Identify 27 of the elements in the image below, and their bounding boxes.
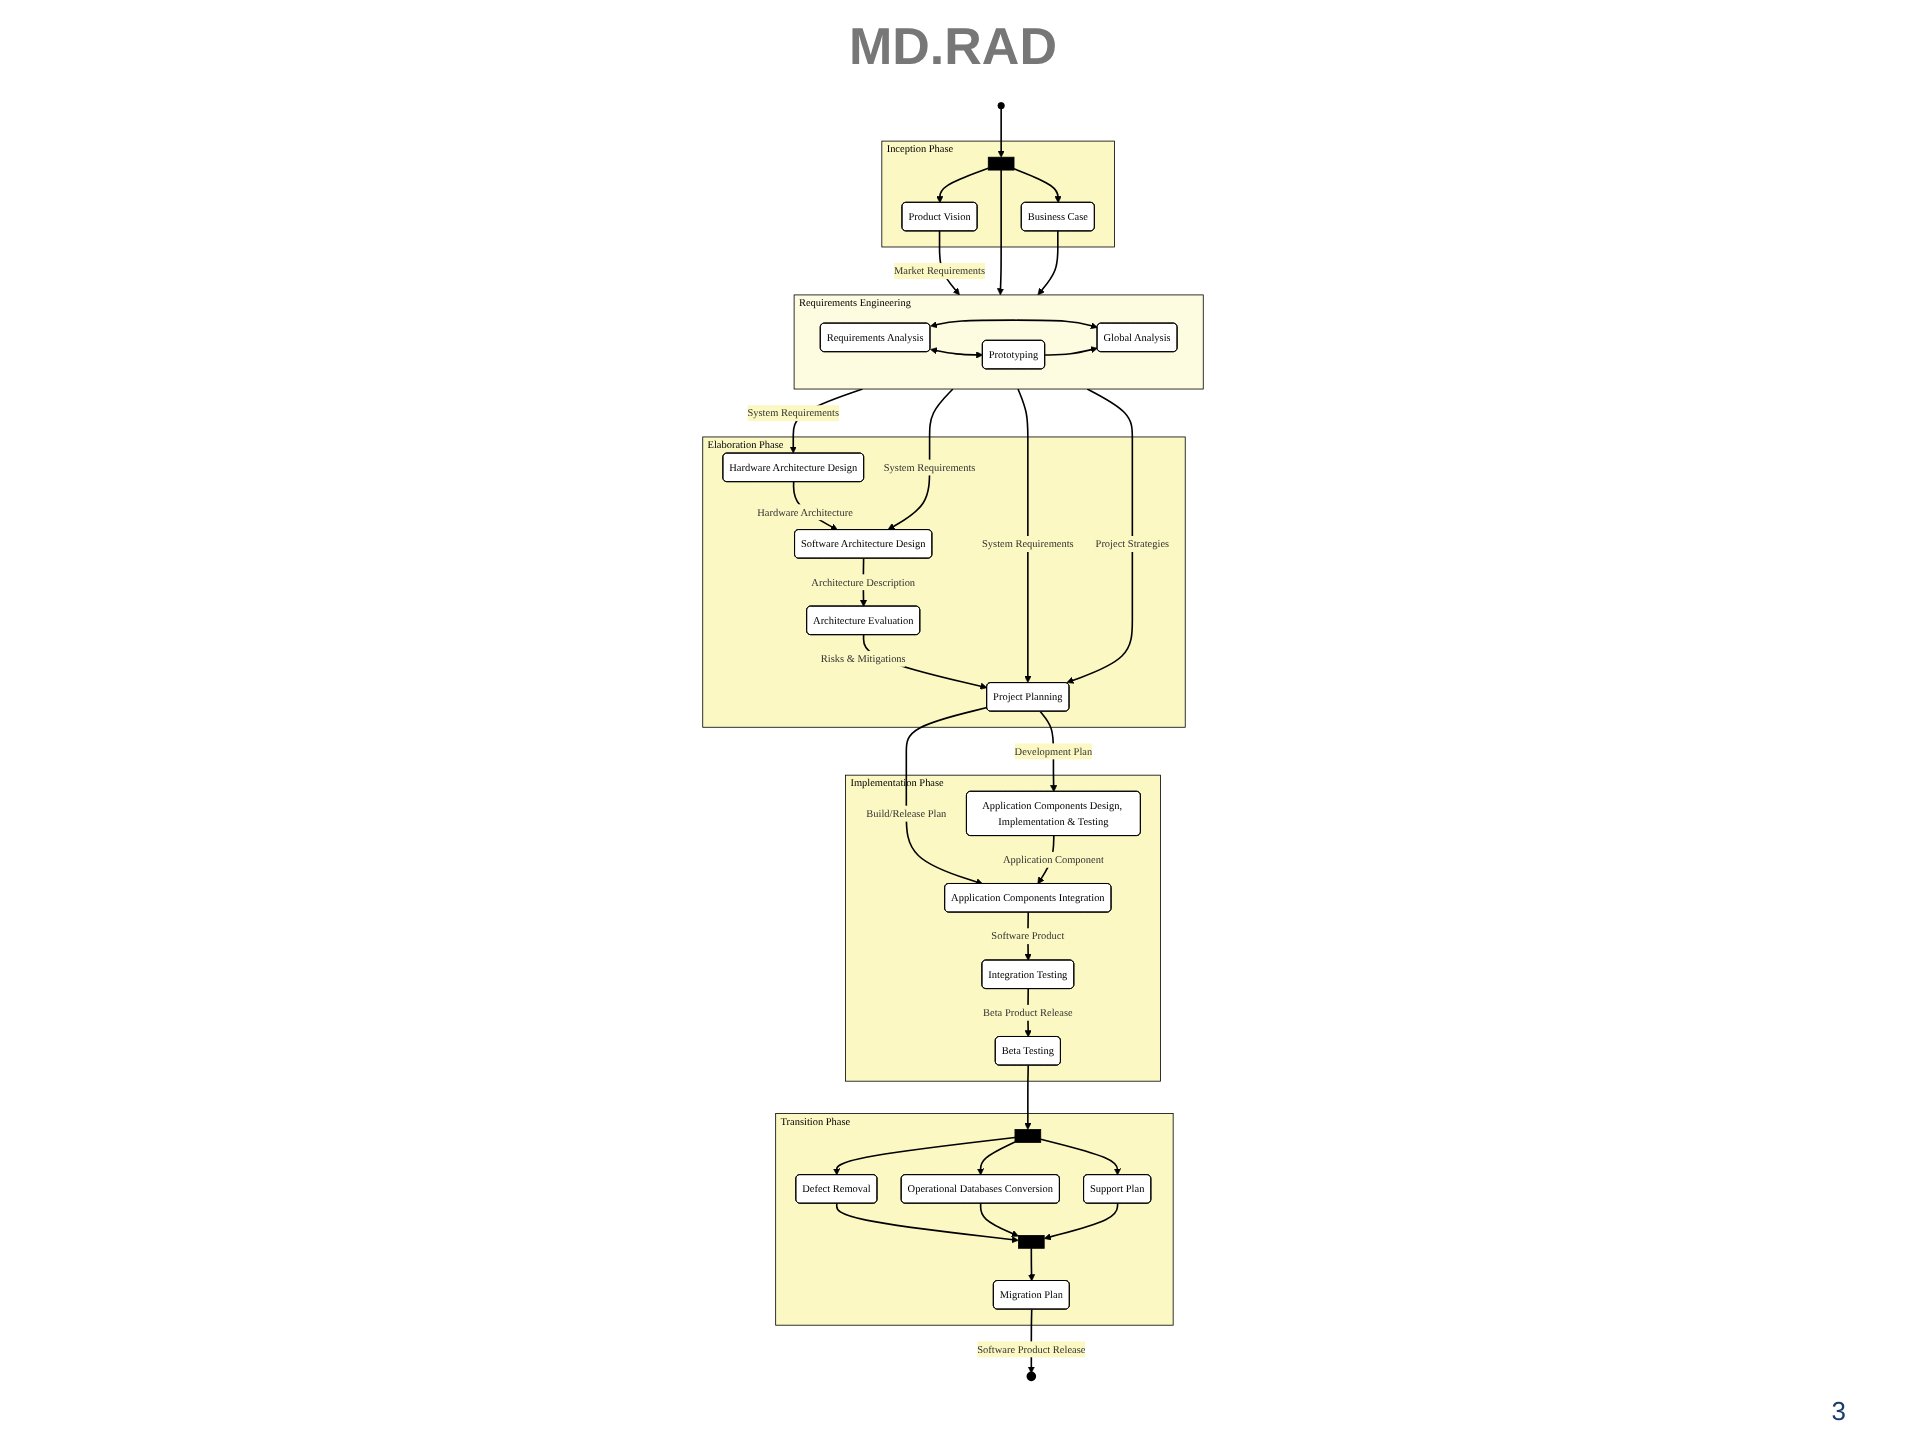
arrow (936, 167, 990, 204)
arrow (1028, 1247, 1036, 1282)
arrow (887, 388, 954, 530)
arrow (1037, 230, 1059, 296)
diagram-title: MD.RAD (849, 16, 1057, 78)
node-bar (987, 156, 1015, 171)
arrow (833, 1136, 1016, 1176)
arrow (1013, 167, 1062, 204)
arrow (977, 1141, 1016, 1176)
arrow (1024, 1064, 1032, 1130)
arrow (1043, 1202, 1119, 1241)
node-bar (1014, 1129, 1042, 1143)
arrow (997, 169, 1005, 296)
node-circle (1026, 1371, 1037, 1382)
arrow (835, 1202, 1019, 1244)
arrow (1066, 388, 1134, 684)
node-circle (997, 102, 1005, 110)
node-bar (1018, 1235, 1045, 1249)
page-number: 3 (1831, 1396, 1846, 1426)
arrow (930, 319, 1098, 330)
arrow (930, 347, 984, 359)
arrow (1017, 388, 1032, 683)
arrow (997, 108, 1005, 158)
arrow (979, 1202, 1019, 1237)
arrow (905, 706, 988, 886)
arrow (1039, 1138, 1121, 1176)
arrow (1044, 346, 1098, 356)
